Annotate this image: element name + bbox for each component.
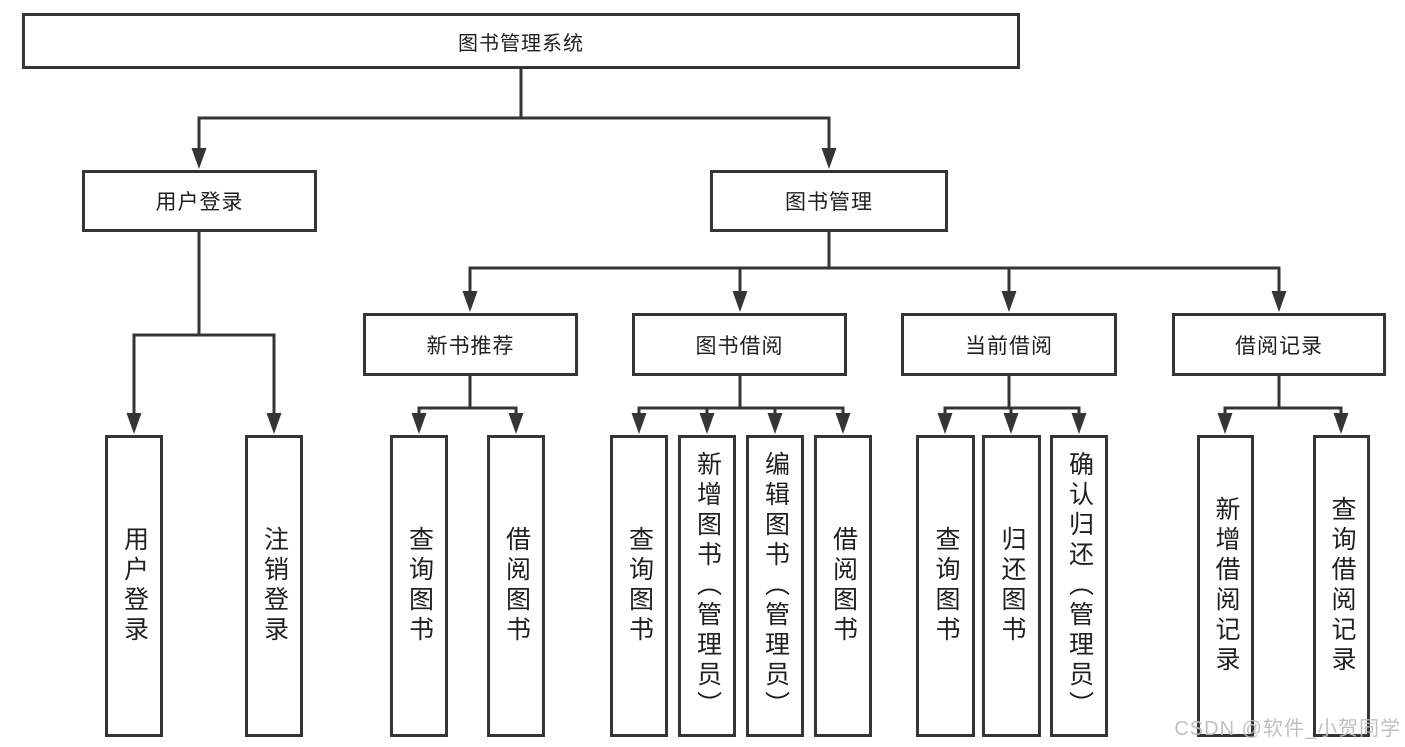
node-label: 用户登录 (155, 191, 244, 214)
leaf-label: 新增借阅记录 (1212, 496, 1240, 676)
node-book-management: 图书管理 (710, 170, 948, 232)
leaf-user-login: 用户登录 (105, 435, 163, 737)
leaf-add-books-admin: 新增图书（管理员） (678, 435, 736, 737)
node-label: 图书管理 (785, 191, 873, 214)
leaf-query-books-current: 查询图书 (916, 435, 975, 737)
leaf-label: 编辑图书（管理员） (761, 451, 790, 721)
leaf-label: 查询借阅记录 (1328, 496, 1356, 676)
leaf-borrow-books: 借阅图书 (814, 435, 872, 737)
leaf-label: 用户登录 (120, 526, 149, 646)
node-book-borrowing: 图书借阅 (632, 313, 847, 376)
leaf-label: 确认归还（管理员） (1065, 451, 1094, 721)
leaf-query-borrow-record: 查询借阅记录 (1313, 435, 1370, 737)
leaf-return-books: 归还图书 (982, 435, 1041, 737)
leaf-edit-books-admin: 编辑图书（管理员） (746, 435, 804, 737)
csdn-watermark: CSDN @软件_小贺同学 (1174, 718, 1401, 740)
leaf-query-books-recommend: 查询图书 (390, 435, 448, 737)
node-library-management-system: 图书管理系统 (22, 13, 1020, 69)
node-label: 借阅记录 (1235, 334, 1323, 358)
leaf-label: 查询图书 (932, 526, 960, 646)
arrowheads (126, 148, 1349, 434)
leaf-label: 查询图书 (405, 526, 434, 646)
node-borrowing-records: 借阅记录 (1172, 313, 1386, 376)
leaf-query-books-borrow: 查询图书 (610, 435, 668, 737)
leaf-label: 借阅图书 (829, 526, 858, 646)
node-new-book-recommend: 新书推荐 (363, 313, 578, 376)
node-label: 当前借阅 (965, 334, 1053, 358)
leaf-borrow-books-recommend: 借阅图书 (487, 435, 545, 737)
leaf-label: 查询图书 (625, 526, 654, 646)
node-label: 图书管理系统 (458, 32, 584, 55)
leaf-logout: 注销登录 (245, 435, 303, 737)
leaf-label: 新增图书（管理员） (693, 451, 722, 721)
leaf-label: 借阅图书 (502, 526, 531, 646)
node-user-login: 用户登录 (82, 170, 317, 232)
leaf-confirm-return-admin: 确认归还（管理员） (1050, 435, 1108, 737)
node-label: 图书借阅 (695, 334, 784, 358)
leaf-label: 注销登录 (260, 526, 289, 646)
node-label: 新书推荐 (426, 334, 515, 358)
leaf-label: 归还图书 (998, 526, 1026, 646)
leaf-add-borrow-record: 新增借阅记录 (1197, 435, 1254, 737)
node-current-borrowing: 当前借阅 (901, 313, 1117, 376)
